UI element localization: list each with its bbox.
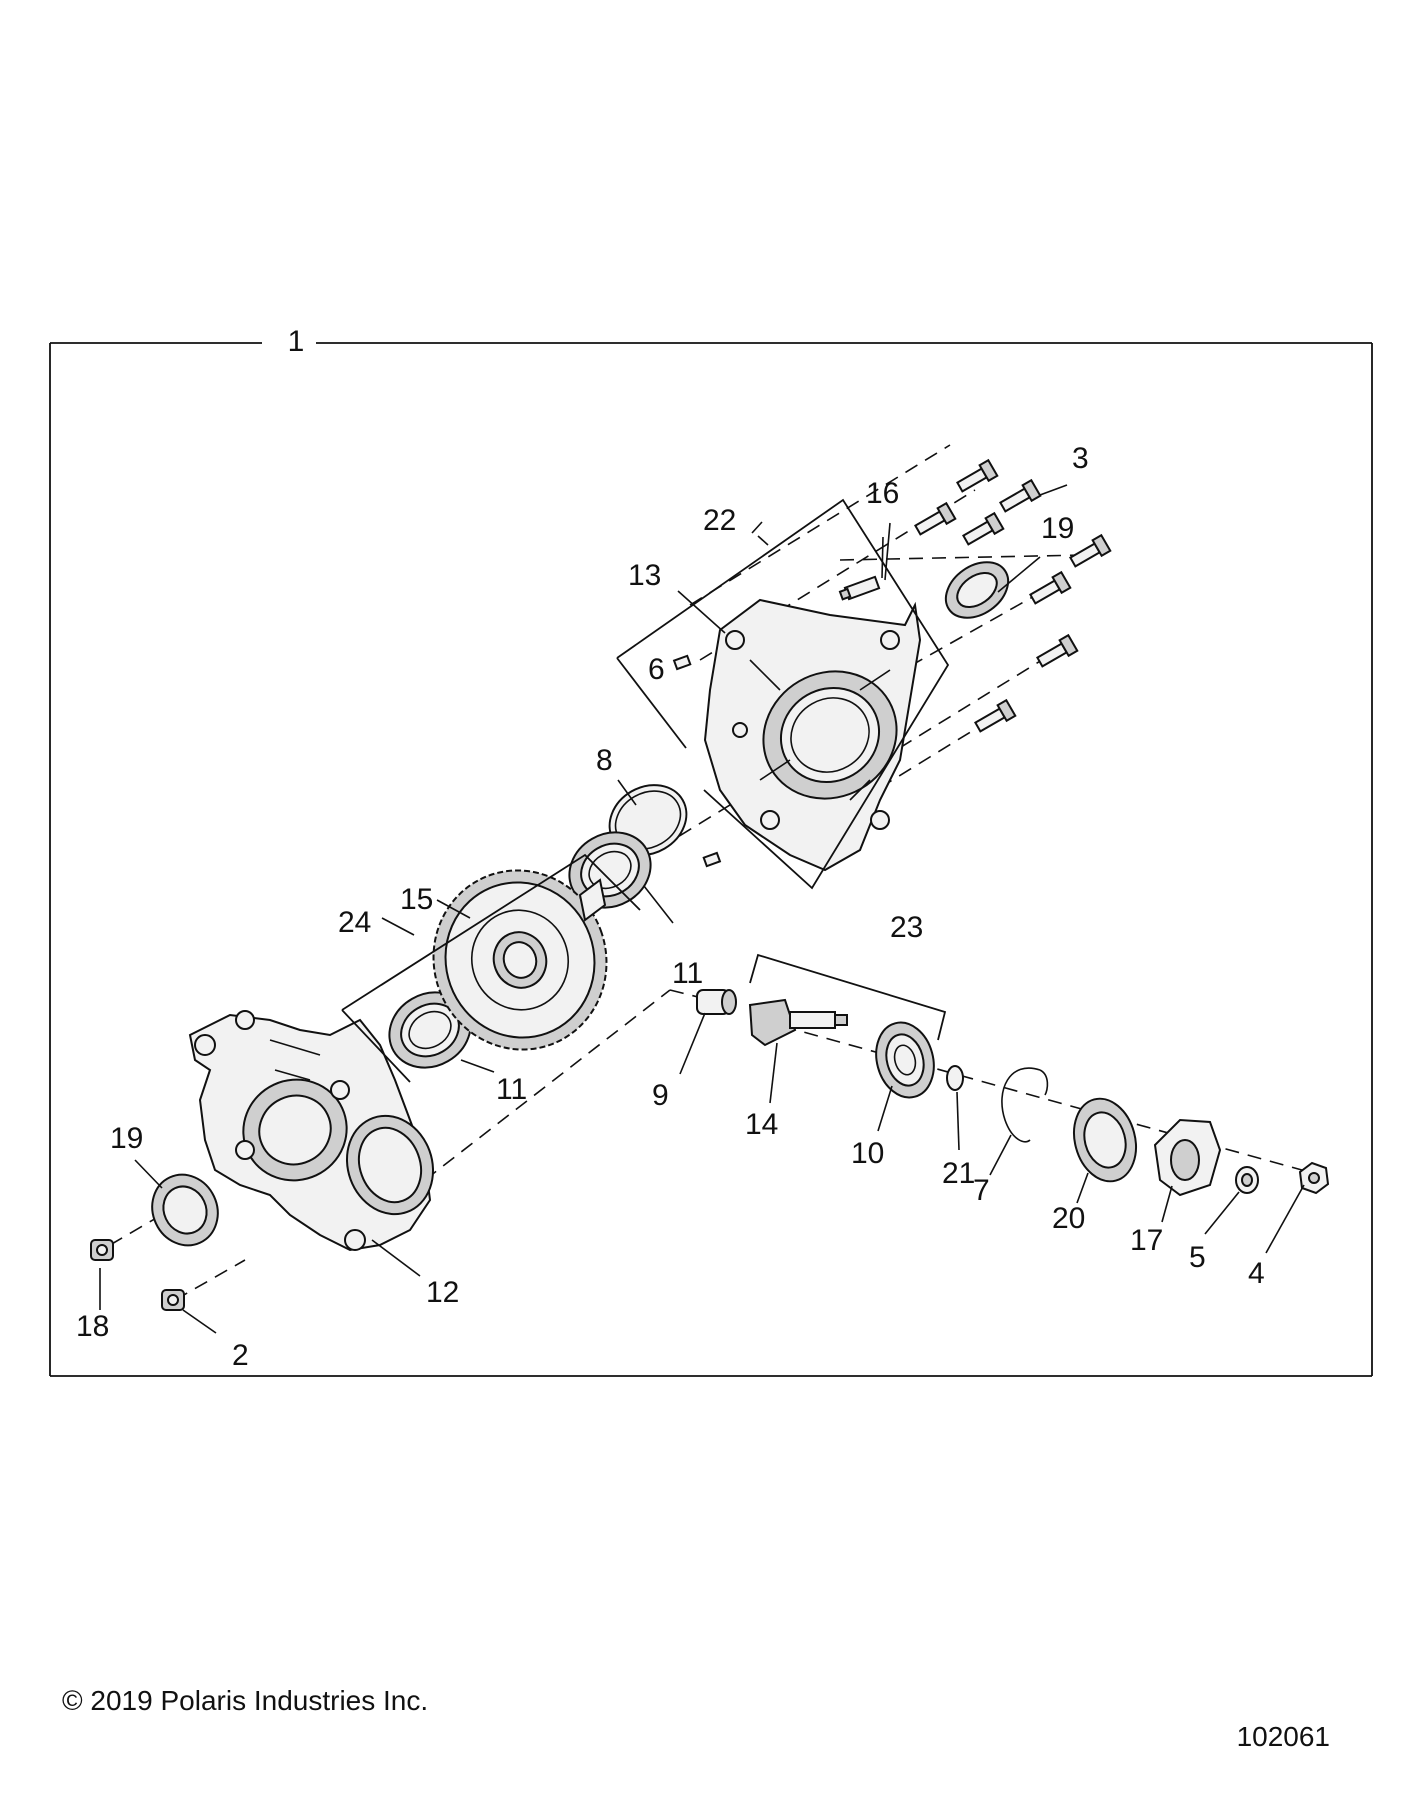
- washer: [1235, 1166, 1259, 1194]
- callout-9: 9: [652, 1079, 669, 1112]
- callout-7: 7: [973, 1174, 990, 1207]
- seal-upper: [944, 561, 1010, 619]
- diagram-number: 102061: [1237, 1721, 1330, 1752]
- callout-12: 12: [426, 1276, 459, 1309]
- callout-17: 17: [1130, 1224, 1163, 1257]
- bracket-22: [616, 498, 950, 890]
- callout-24: 24: [338, 906, 371, 939]
- breather-fitting: [838, 575, 881, 601]
- fill-plug: [90, 1239, 114, 1261]
- main-housing: [188, 1010, 435, 1252]
- callout-11-upper: 11: [672, 957, 703, 990]
- callout-22: 22: [703, 504, 736, 537]
- cover-housing: [703, 598, 922, 872]
- callout-1: 1: [288, 325, 305, 358]
- callout-6: 6: [648, 653, 665, 686]
- callout-8: 8: [596, 744, 613, 777]
- callout-21: 21: [942, 1157, 975, 1190]
- bracket-23: [749, 953, 947, 1041]
- o-ring: [946, 1065, 964, 1091]
- callout-10: 10: [851, 1137, 884, 1170]
- bracket-24: [341, 853, 641, 1083]
- callout-16: 16: [866, 477, 899, 510]
- copyright-text: © 2019 Polaris Industries Inc.: [62, 1685, 428, 1716]
- callout-11-lower: 11: [496, 1073, 527, 1106]
- callout-15: 15: [400, 883, 433, 916]
- nut: [1298, 1161, 1330, 1195]
- callout-13: 13: [628, 559, 661, 592]
- callout-4: 4: [1248, 1257, 1265, 1290]
- pinion-gear: [748, 998, 848, 1047]
- callout-14: 14: [745, 1108, 778, 1141]
- ring-gear: [432, 869, 608, 1051]
- pinion-seal: [1073, 1097, 1137, 1183]
- leader-lines: [99, 484, 1305, 1334]
- callout-19-lower: 19: [110, 1122, 143, 1155]
- seal-lower: [151, 1173, 219, 1247]
- pinion-bearing: [875, 1021, 935, 1099]
- assembly-frame: [49, 342, 1373, 1377]
- callout-18: 18: [76, 1310, 109, 1343]
- drain-plug: [161, 1289, 185, 1311]
- callout-5: 5: [1189, 1241, 1206, 1274]
- callout-3: 3: [1072, 442, 1089, 475]
- callout-2: 2: [232, 1339, 249, 1372]
- callout-23: 23: [890, 911, 923, 944]
- output-flange: [1153, 1118, 1222, 1197]
- callout-19-upper: 19: [1041, 512, 1074, 545]
- dowel-pins: [672, 654, 722, 868]
- needle-bearing: [696, 989, 737, 1015]
- bolts: [914, 458, 1112, 733]
- callout-20: 20: [1052, 1202, 1085, 1235]
- snap-ring: [1001, 1067, 1049, 1143]
